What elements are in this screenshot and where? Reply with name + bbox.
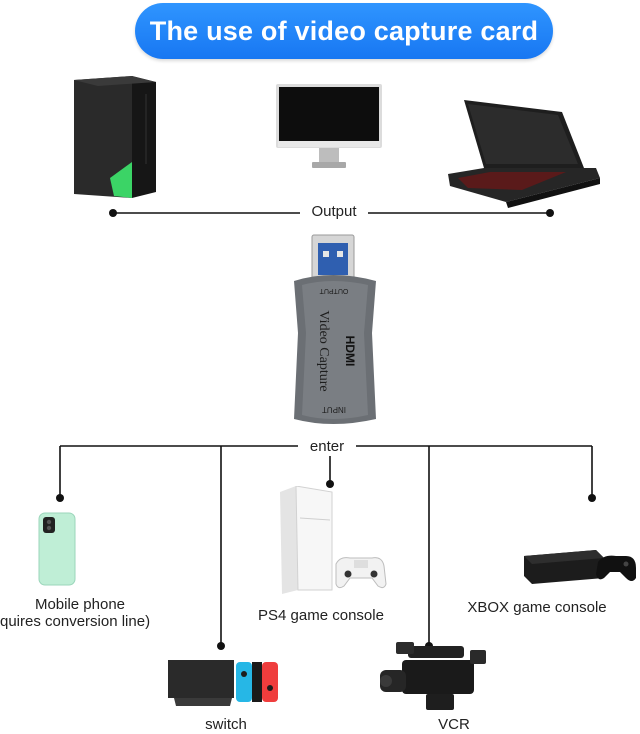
switch-console-icon [168, 660, 278, 706]
mobile-phone-icon [38, 512, 76, 586]
page-title: The use of video capture card [135, 3, 553, 59]
monitor-icon [276, 84, 382, 168]
laptop-icon [448, 100, 600, 208]
card-input-text: INPUT [322, 405, 346, 414]
ps4-label: PS4 game console [246, 607, 396, 624]
card-main-text: Video Capture [316, 310, 331, 391]
xbox-console-icon [524, 550, 636, 584]
vcr-label: VCR [414, 716, 494, 733]
switch-label: switch [186, 716, 266, 733]
card-brand-text: HDMI [343, 336, 357, 367]
xbox-label: XBOX game console [452, 599, 622, 616]
ps4-console-icon [280, 486, 387, 594]
pc-tower-icon [74, 76, 156, 198]
input-label: enter [298, 438, 356, 455]
mobile-phone-sublabel: quires conversion line) [0, 613, 160, 630]
capture-card-icon: OUTPUT Video Capture HDMI INPUT [294, 234, 376, 424]
output-label: Output [300, 203, 368, 220]
mobile-phone-label: Mobile phone [0, 596, 160, 613]
card-output-text: OUTPUT [319, 287, 349, 294]
vcr-camcorder-icon [380, 642, 486, 710]
